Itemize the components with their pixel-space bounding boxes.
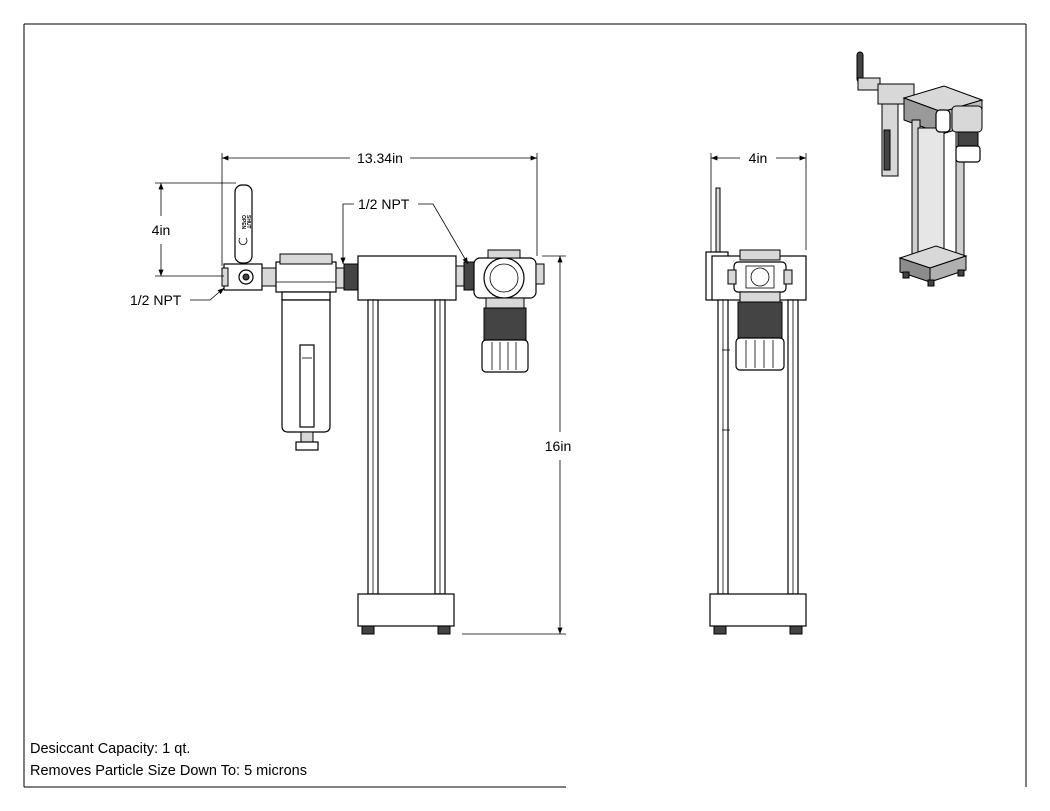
isometric-view <box>856 51 984 287</box>
tower-base <box>357 593 455 635</box>
dimension-side-depth: 4in <box>710 150 807 252</box>
valve-handle <box>234 184 253 264</box>
side-regulator <box>727 249 793 371</box>
desiccant-capacity-note: Desiccant Capacity: 1 qt. <box>30 741 191 757</box>
overall-width-label: 13.34in <box>357 150 403 166</box>
valve-label-shut: SHUT <box>245 215 251 229</box>
overall-height-label: 16in <box>545 438 571 454</box>
callout-inlet-port: 1/2 NPT <box>130 287 225 308</box>
inlet-port-label: 1/2 NPT <box>130 292 182 308</box>
tower-rods <box>367 299 446 595</box>
front-view: OPEN SHUT <box>130 150 571 635</box>
sight-glass <box>299 344 315 428</box>
drawing-border <box>23 23 1027 788</box>
valve-label-open: OPEN <box>240 215 246 230</box>
particle-size-note: Removes Particle Size Down To: 5 microns <box>30 763 307 779</box>
dimension-valve-height: 4in <box>152 182 236 277</box>
filter-bowl <box>275 253 337 451</box>
side-valve-handle <box>715 187 721 253</box>
dimension-overall-width: 13.34in <box>221 150 538 266</box>
notes: Desiccant Capacity: 1 qt. Removes Partic… <box>30 738 307 782</box>
tower-head <box>357 255 457 301</box>
regulator <box>473 249 545 373</box>
side-tower-base <box>709 593 807 635</box>
inlet-nipple <box>335 263 359 291</box>
outlet-nipple <box>455 261 477 291</box>
side-depth-label: 4in <box>749 150 768 166</box>
ball-valve: OPEN SHUT <box>221 184 277 291</box>
callout-outlet-port: 1/2 NPT <box>340 196 469 265</box>
dimension-overall-height: 16in <box>462 255 571 635</box>
valve-height-label: 4in <box>152 222 171 238</box>
outlet-port-label: 1/2 NPT <box>358 196 410 212</box>
side-view: 4in <box>705 150 807 635</box>
